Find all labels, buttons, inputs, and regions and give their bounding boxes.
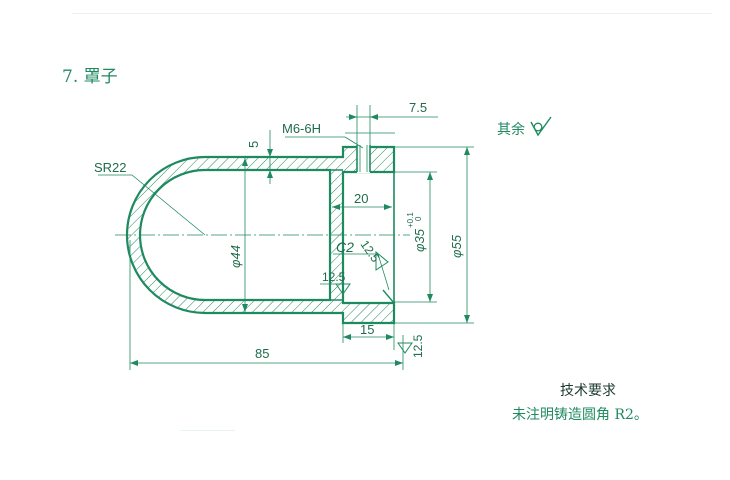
dim-chamfer: C2	[336, 239, 354, 255]
dim-phi35-tol-upper: +0.1	[406, 212, 415, 228]
dim-85: 85	[255, 346, 269, 361]
roughness-symbol-icon	[530, 116, 553, 137]
roughness-triangle-bottom-icon	[397, 342, 413, 354]
dim-rough-inner: 12.5	[358, 238, 383, 265]
tech-requirements-text: 未注明铸造圆角 R2。	[512, 407, 648, 423]
dim-phi35-tol-lower: 0	[414, 216, 423, 221]
page-top-rule	[72, 13, 712, 14]
dim-7-5: 7.5	[409, 100, 427, 115]
surface-finish-note: 其余	[497, 116, 555, 139]
dim-15: 15	[360, 322, 374, 337]
dim-5: 5	[246, 141, 261, 148]
roughness-triangle-left-icon	[335, 283, 351, 295]
dim-phi55: φ55	[449, 234, 464, 258]
page-bottom-rule	[180, 430, 235, 431]
dim-20: 20	[354, 191, 368, 206]
dim-rough-bottom: 12.5	[411, 334, 425, 358]
surface-finish-label: 其余	[497, 122, 525, 138]
chamfer-line	[382, 289, 395, 304]
dim-sr22: SR22	[94, 160, 127, 175]
tech-requirements-heading: 技术要求	[560, 383, 616, 399]
threaded-hole	[357, 145, 370, 173]
dim-rough-left: 12.5	[322, 270, 346, 284]
dim-phi35: φ35	[412, 228, 427, 252]
dim-thread: M6-6H	[282, 121, 321, 136]
dim-phi44: φ44	[228, 245, 243, 268]
figure-title: 7. 罩子	[62, 67, 118, 87]
roughness-triangle-inner-icon	[375, 250, 389, 271]
